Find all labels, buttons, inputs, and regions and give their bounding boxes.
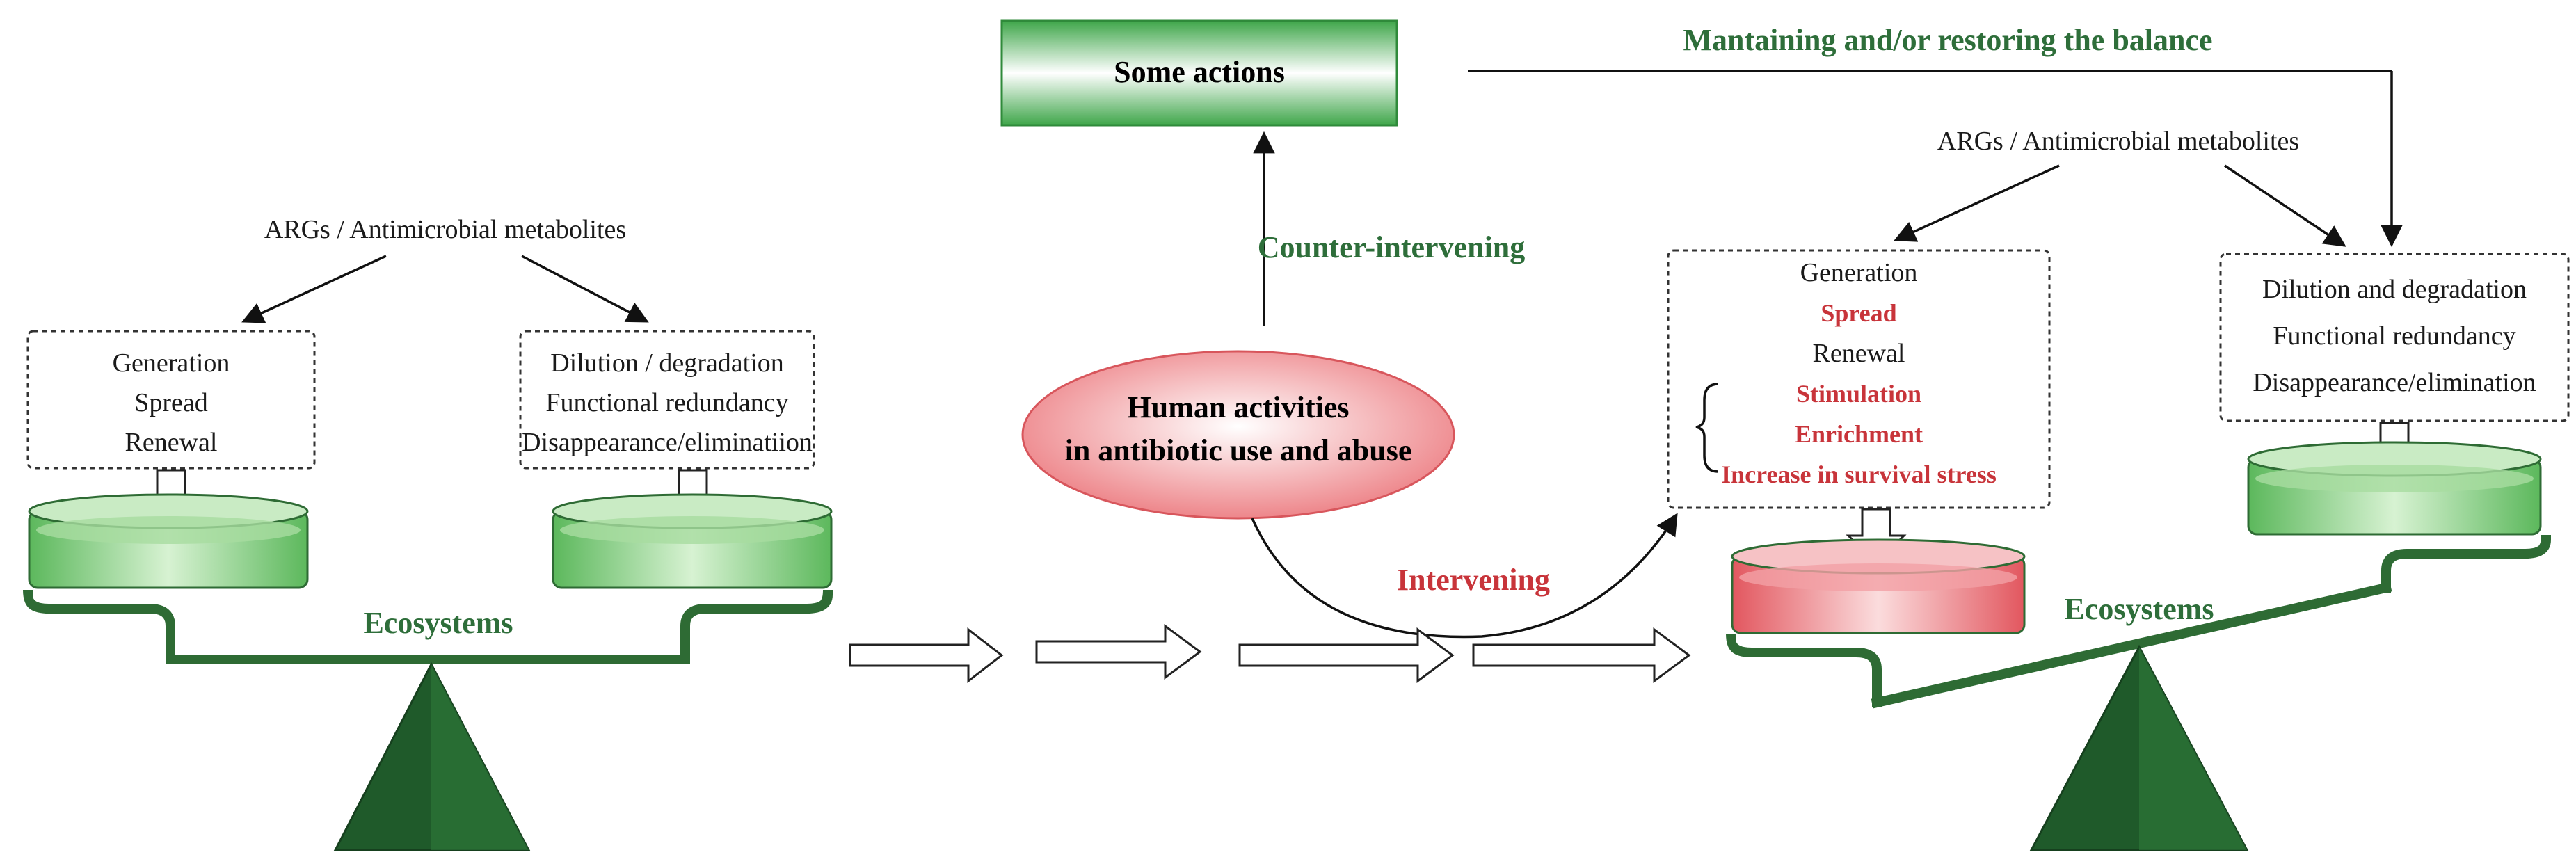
right-box-line-1: Generation [1800, 258, 1918, 287]
left-dilution-line-2: Functional redundancy [545, 388, 788, 417]
left-dilution-line-1: Dilution / degradation [550, 349, 784, 378]
right-box-line-5: Enrichment [1795, 420, 1923, 448]
some-actions-label: Some actions [1114, 55, 1285, 89]
restoring-balance-label: Mantaining and/or restoring the balance [1683, 23, 2212, 57]
right-source-label: ARGs / Antimicrobial metabolites [1937, 127, 2299, 156]
right-ecosystems-label: Ecosystems [2064, 592, 2214, 626]
human-activities-line-2: in antibiotic use and abuse [1065, 433, 1412, 467]
right-box-line-3: Renewal [1813, 339, 1905, 368]
flow-arrow-4 [1472, 627, 1691, 683]
intervening-label: Intervening [1397, 563, 1550, 597]
left-box-line-3: Renewal [125, 428, 218, 457]
left-box-line-1: Generation [113, 349, 230, 378]
flow-arrow-1 [849, 627, 1004, 684]
left-box-line-2: Spread [134, 388, 208, 417]
flow-arrow-2 [1035, 624, 1202, 680]
right-dilution-line-3: Disappearance/elimination [2253, 368, 2536, 397]
right-generation-box [1667, 249, 2051, 509]
counter-intervening-label: Counter-intervening [1258, 230, 1526, 264]
left-ecosystems-label: Ecosystems [363, 606, 513, 640]
right-box-line-6: Increase in survival stress [1721, 460, 1997, 488]
human-activities-line-1: Human activities [1128, 390, 1350, 424]
left-petri-dish-2 [552, 493, 833, 589]
right-petri-dish-green [2247, 441, 2542, 536]
left-generation-box [26, 330, 316, 470]
right-box-brace [1695, 383, 1719, 473]
left-source-label: ARGs / Antimicrobial metabolites [264, 215, 626, 244]
center-process: Some actions Counter-intervening Human a… [849, 19, 1691, 684]
flow-arrow-3 [1238, 627, 1455, 683]
left-dilution-box [519, 330, 815, 470]
right-balance-panel: Mantaining and/or restoring the balance … [1468, 23, 2570, 851]
left-balance-scale [22, 589, 833, 851]
right-dilution-line-1: Dilution and degradation [2262, 275, 2527, 304]
right-balance-scale [1725, 534, 2552, 851]
right-dilution-line-2: Functional redundancy [2273, 321, 2515, 351]
left-balance-panel: ARGs / Antimicrobial metabolites Generat… [22, 215, 833, 851]
left-petri-dish-1 [28, 493, 309, 589]
right-box-line-2: Spread [1821, 299, 1896, 327]
human-activities-ellipse [1021, 350, 1455, 520]
left-dilution-line-3: Disappearance/eliminatiion [522, 428, 813, 457]
some-actions-box [1000, 19, 1398, 127]
right-dilution-box [2219, 253, 2570, 422]
right-petri-dish-red [1731, 538, 2026, 634]
right-box-line-4: Stimulation [1796, 380, 1921, 408]
